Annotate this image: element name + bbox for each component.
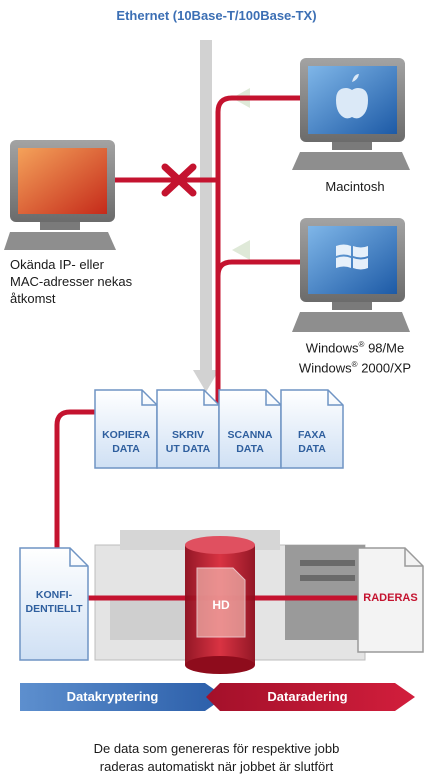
windows-label: Windows® 98/Me Windows® 2000/XP <box>298 340 412 376</box>
ethernet-label: Ethernet (10Base-T/100Base-TX) <box>116 8 317 23</box>
deleted-document <box>357 547 424 653</box>
raderas-label: RADERAS <box>363 592 418 604</box>
raderas-label-box: RADERAS <box>358 548 423 652</box>
unknown-address-label: Okända IP- eller MAC-adresser nekas åtko… <box>10 257 133 306</box>
erasure-label: Dataradering <box>267 689 348 704</box>
win-incoming-arrow <box>232 240 250 260</box>
job-documents <box>94 389 344 469</box>
confidential-label: KONFI-DENTIELLT <box>25 589 83 615</box>
blocked-x-icon <box>161 163 197 197</box>
macintosh-computer-icon <box>292 58 410 170</box>
unknown-computer-icon <box>4 140 116 250</box>
red-links <box>54 95 300 560</box>
encryption-arrow <box>20 683 225 711</box>
encryption-label: Datakryptering <box>66 689 159 704</box>
erasure-arrow <box>206 683 415 711</box>
hd-label: HD <box>212 598 230 612</box>
caption: De data som genereras för respektive job… <box>93 741 340 774</box>
macintosh-label: Macintosh <box>325 179 385 194</box>
ethernet-bus <box>193 40 219 392</box>
windows-computer-icon <box>292 218 410 332</box>
confidential-document <box>19 547 89 661</box>
hard-disk-icon <box>185 536 255 674</box>
